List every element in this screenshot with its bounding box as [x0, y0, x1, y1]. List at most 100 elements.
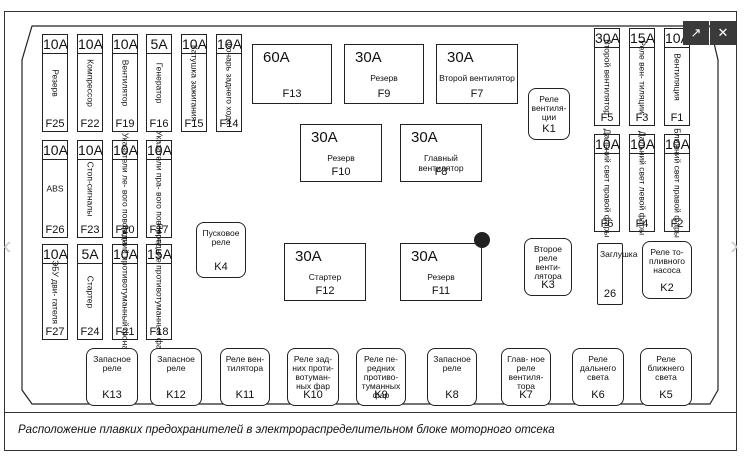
relay-code: K2 — [660, 282, 674, 294]
fuse-code: F21 — [115, 326, 135, 338]
fuse-f20: 10A Указатели ле- вого поворота F20 — [112, 133, 138, 245]
relay-label: Реле ближнего света — [647, 354, 685, 382]
relay-label: Реле пе- редних противо- туманных фар — [361, 354, 401, 400]
relay-code: K11 — [235, 389, 255, 401]
fuse-code: F16 — [149, 118, 169, 130]
fuse-f22: 10A Компрессор F22 — [77, 34, 103, 132]
relay-code: K9 — [374, 389, 388, 401]
fuse-code: F13 — [282, 88, 302, 100]
relay-code: K7 — [519, 389, 533, 401]
relay-label: Реле вентиля- ции — [531, 94, 567, 122]
fuse-label: Главный вентилятор — [418, 153, 464, 173]
fuse-f16: 5A Генератор F16 — [146, 34, 172, 132]
fuse-code: F1 — [670, 112, 684, 124]
fuse-label: Резерв — [427, 272, 455, 282]
fuse-f6: 10A Дальний свет правой фары F6 — [594, 129, 620, 237]
close-button[interactable]: ✕ — [710, 21, 736, 45]
fuse-amperage: 15A — [147, 246, 172, 262]
relay-label: Запасное реле — [93, 354, 131, 373]
fuse-f3: 15A Реле вен- тиляции F3 — [629, 28, 655, 126]
fuse-code: F26 — [45, 224, 65, 236]
fuse-label: Задний противотуманный фонарь — [120, 224, 131, 360]
fuse-code: F11 — [431, 285, 451, 297]
fuse-code: F7 — [470, 88, 484, 100]
fuse-code: F15 — [184, 118, 204, 130]
diagram-frame — [4, 11, 737, 451]
fuse-code: F23 — [80, 224, 100, 236]
fuse-amperage: 10A — [43, 36, 68, 52]
big-fuse-f8: 30A Главный вентилятор F8 — [400, 124, 482, 182]
fuse-label: Генератор — [154, 62, 165, 104]
relay-code: 26 — [603, 288, 617, 300]
fuse-amperage: 10A — [43, 246, 68, 262]
fuse-label: Вентиляция — [672, 53, 683, 101]
fuse-amperage: 10A — [78, 36, 103, 52]
prev-arrow-icon[interactable]: ‹ — [3, 230, 12, 260]
fuse-code: F6 — [600, 218, 614, 230]
fuse-code: F8 — [434, 166, 448, 178]
fuse-label: Резерв — [327, 153, 355, 163]
fuse-amperage: 30A — [595, 30, 620, 46]
fuse-f25: 10A Резерв F25 — [42, 34, 68, 132]
fuse-label: ABS — [46, 183, 64, 194]
fuse-f23: 10A Стоп-сигналы F23 — [77, 140, 103, 238]
big-fuse-f9: 30A Резерв F9 — [344, 44, 424, 104]
fuse-label: Резерв — [50, 69, 61, 97]
fuse-f4: 10A Дальний свет левой фары F4 — [629, 131, 655, 235]
fuse-code: F24 — [80, 326, 100, 338]
relay-label: Реле вен- тилятора — [225, 354, 265, 373]
fuse-amperage: 10A — [113, 142, 138, 158]
relay-code: K13 — [102, 389, 122, 401]
expand-button[interactable]: ↗ — [683, 21, 709, 45]
relay-k3: Второе реле венти- лятора K3 — [524, 238, 572, 296]
caption-bar — [5, 412, 736, 451]
fuse-label: Вентилятор — [120, 59, 131, 107]
fuse-f24: 5A Стартер F24 — [77, 244, 103, 340]
fuse-label: ЭБУ дви- гателя — [50, 260, 61, 324]
next-arrow-icon[interactable]: › — [730, 230, 739, 260]
relay-k8: Запасное реле K8 — [427, 348, 477, 406]
fuse-code: F22 — [80, 118, 100, 130]
fuse-label: Стоп-сигналы — [85, 161, 96, 217]
relay-k1: Реле вентиля- ции K1 — [528, 88, 570, 140]
fuse-f17: 10A Указатели пра- вого поворота F17 — [146, 131, 172, 247]
fuse-amperage: 10A — [43, 142, 68, 158]
big-fuse-f7: 30A Второй вентилятор F7 — [436, 44, 518, 104]
fuse-code: F9 — [377, 88, 391, 100]
fuse-amperage: 10A — [182, 36, 207, 52]
fuse-label: Стартер — [85, 275, 96, 309]
relay-label: Пусковое реле — [202, 228, 240, 247]
fuse-amperage: 30A — [411, 129, 438, 146]
fuse-code: F14 — [219, 118, 239, 130]
fuse-code: F5 — [600, 112, 614, 124]
relay-label: Реле то- пливного насоса — [649, 247, 685, 275]
relay-code: K1 — [542, 123, 556, 135]
fuse-f18: 15A Передние противотуманные фары F18 — [146, 224, 172, 360]
fuse-label: Стартер — [308, 272, 342, 282]
relay-label: Реле дальнего света — [579, 354, 617, 382]
fuse-amperage: 5A — [150, 36, 168, 52]
fuse-amperage: 30A — [355, 49, 382, 66]
fuse-code: F3 — [635, 112, 649, 124]
fuse-amperage: 10A — [217, 36, 242, 52]
relay-code: K12 — [166, 389, 186, 401]
fuse-f14: 10A Фонарь заднего хода F14 — [216, 34, 242, 132]
fuse-code: F19 — [115, 118, 135, 130]
fuse-code: F10 — [331, 166, 351, 178]
fuse-code: F12 — [315, 285, 335, 297]
fuse-code: F4 — [635, 218, 649, 230]
fuse-label: Реле вен- тиляции — [637, 40, 648, 114]
relay-k5: Реле ближнего света K5 — [640, 348, 692, 406]
figure-caption: Расположение плавких предохранителей в э… — [18, 424, 555, 436]
fuse-label: Резерв — [370, 73, 398, 83]
fuse-amperage: 10A — [113, 36, 138, 52]
fuse-code: F25 — [45, 118, 65, 130]
fuse-amperage: 10A — [78, 142, 103, 158]
fuse-f26: 10A ABS F26 — [42, 140, 68, 238]
relay-code: K4 — [214, 261, 228, 273]
fuse-code: F27 — [45, 326, 65, 338]
relay-k12: Запасное реле K12 — [150, 348, 202, 406]
fuse-amperage: 10A — [630, 136, 655, 152]
relay-label: Реле зад- них проти- вотуман- ных фар — [292, 354, 334, 391]
relay-k4: Пусковое реле K4 — [196, 222, 246, 278]
